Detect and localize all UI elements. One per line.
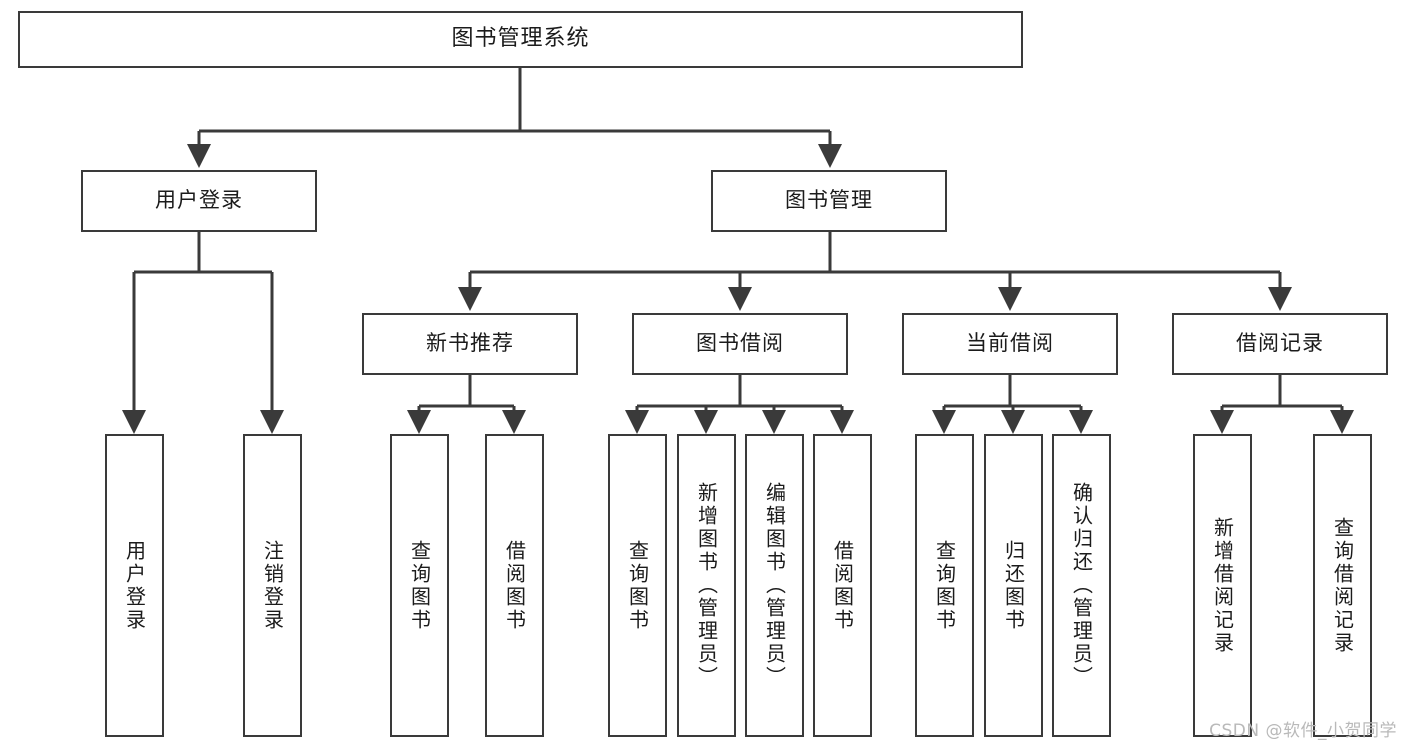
node-current-borrow[interactable]: 当前借阅: [902, 313, 1118, 375]
node-leaf-borrow-record-query[interactable]: 查询借阅记录: [1313, 434, 1372, 737]
node-borrow-record[interactable]: 借阅记录: [1172, 313, 1388, 375]
node-leaf-user-login-login[interactable]: 用户登录: [105, 434, 164, 737]
csdn-watermark: CSDN @软件_小贺同学: [1209, 721, 1397, 741]
node-leaf-user-login-logout[interactable]: 注销登录: [243, 434, 302, 737]
node-leaf-book-borrow-query[interactable]: 查询图书: [608, 434, 667, 737]
leaf-label: 查询图书: [932, 539, 957, 632]
leaf-label: 查询图书: [407, 539, 432, 632]
node-leaf-book-borrow-add[interactable]: 新增图书（管理员）: [677, 434, 736, 737]
leaf-label: 借阅图书: [502, 539, 527, 632]
leaf-label: 编辑图书（管理员）: [762, 482, 787, 689]
node-book-management[interactable]: 图书管理: [711, 170, 947, 232]
leaf-label: 新增图书（管理员）: [694, 482, 719, 689]
node-leaf-borrow-record-add[interactable]: 新增借阅记录: [1193, 434, 1252, 737]
node-leaf-current-borrow-query[interactable]: 查询图书: [915, 434, 974, 737]
node-leaf-current-borrow-return[interactable]: 归还图书: [984, 434, 1043, 737]
leaf-label: 借阅图书: [830, 539, 855, 632]
node-leaf-current-borrow-confirm[interactable]: 确认归还（管理员）: [1052, 434, 1111, 737]
leaf-label: 查询借阅记录: [1330, 516, 1355, 655]
node-user-login[interactable]: 用户登录: [81, 170, 317, 232]
leaf-label: 用户登录: [122, 539, 147, 632]
leaf-label: 归还图书: [1001, 539, 1026, 632]
node-leaf-book-borrow-borrow[interactable]: 借阅图书: [813, 434, 872, 737]
leaf-label: 注销登录: [260, 539, 285, 632]
node-new-book-recommend[interactable]: 新书推荐: [362, 313, 578, 375]
node-book-borrow[interactable]: 图书借阅: [632, 313, 848, 375]
node-root-system[interactable]: 图书管理系统: [18, 11, 1023, 68]
node-leaf-new-book-borrow[interactable]: 借阅图书: [485, 434, 544, 737]
leaf-label: 新增借阅记录: [1210, 516, 1235, 655]
node-leaf-book-borrow-edit[interactable]: 编辑图书（管理员）: [745, 434, 804, 737]
leaf-label: 确认归还（管理员）: [1069, 482, 1094, 689]
node-leaf-new-book-query[interactable]: 查询图书: [390, 434, 449, 737]
leaf-label: 查询图书: [625, 539, 650, 632]
